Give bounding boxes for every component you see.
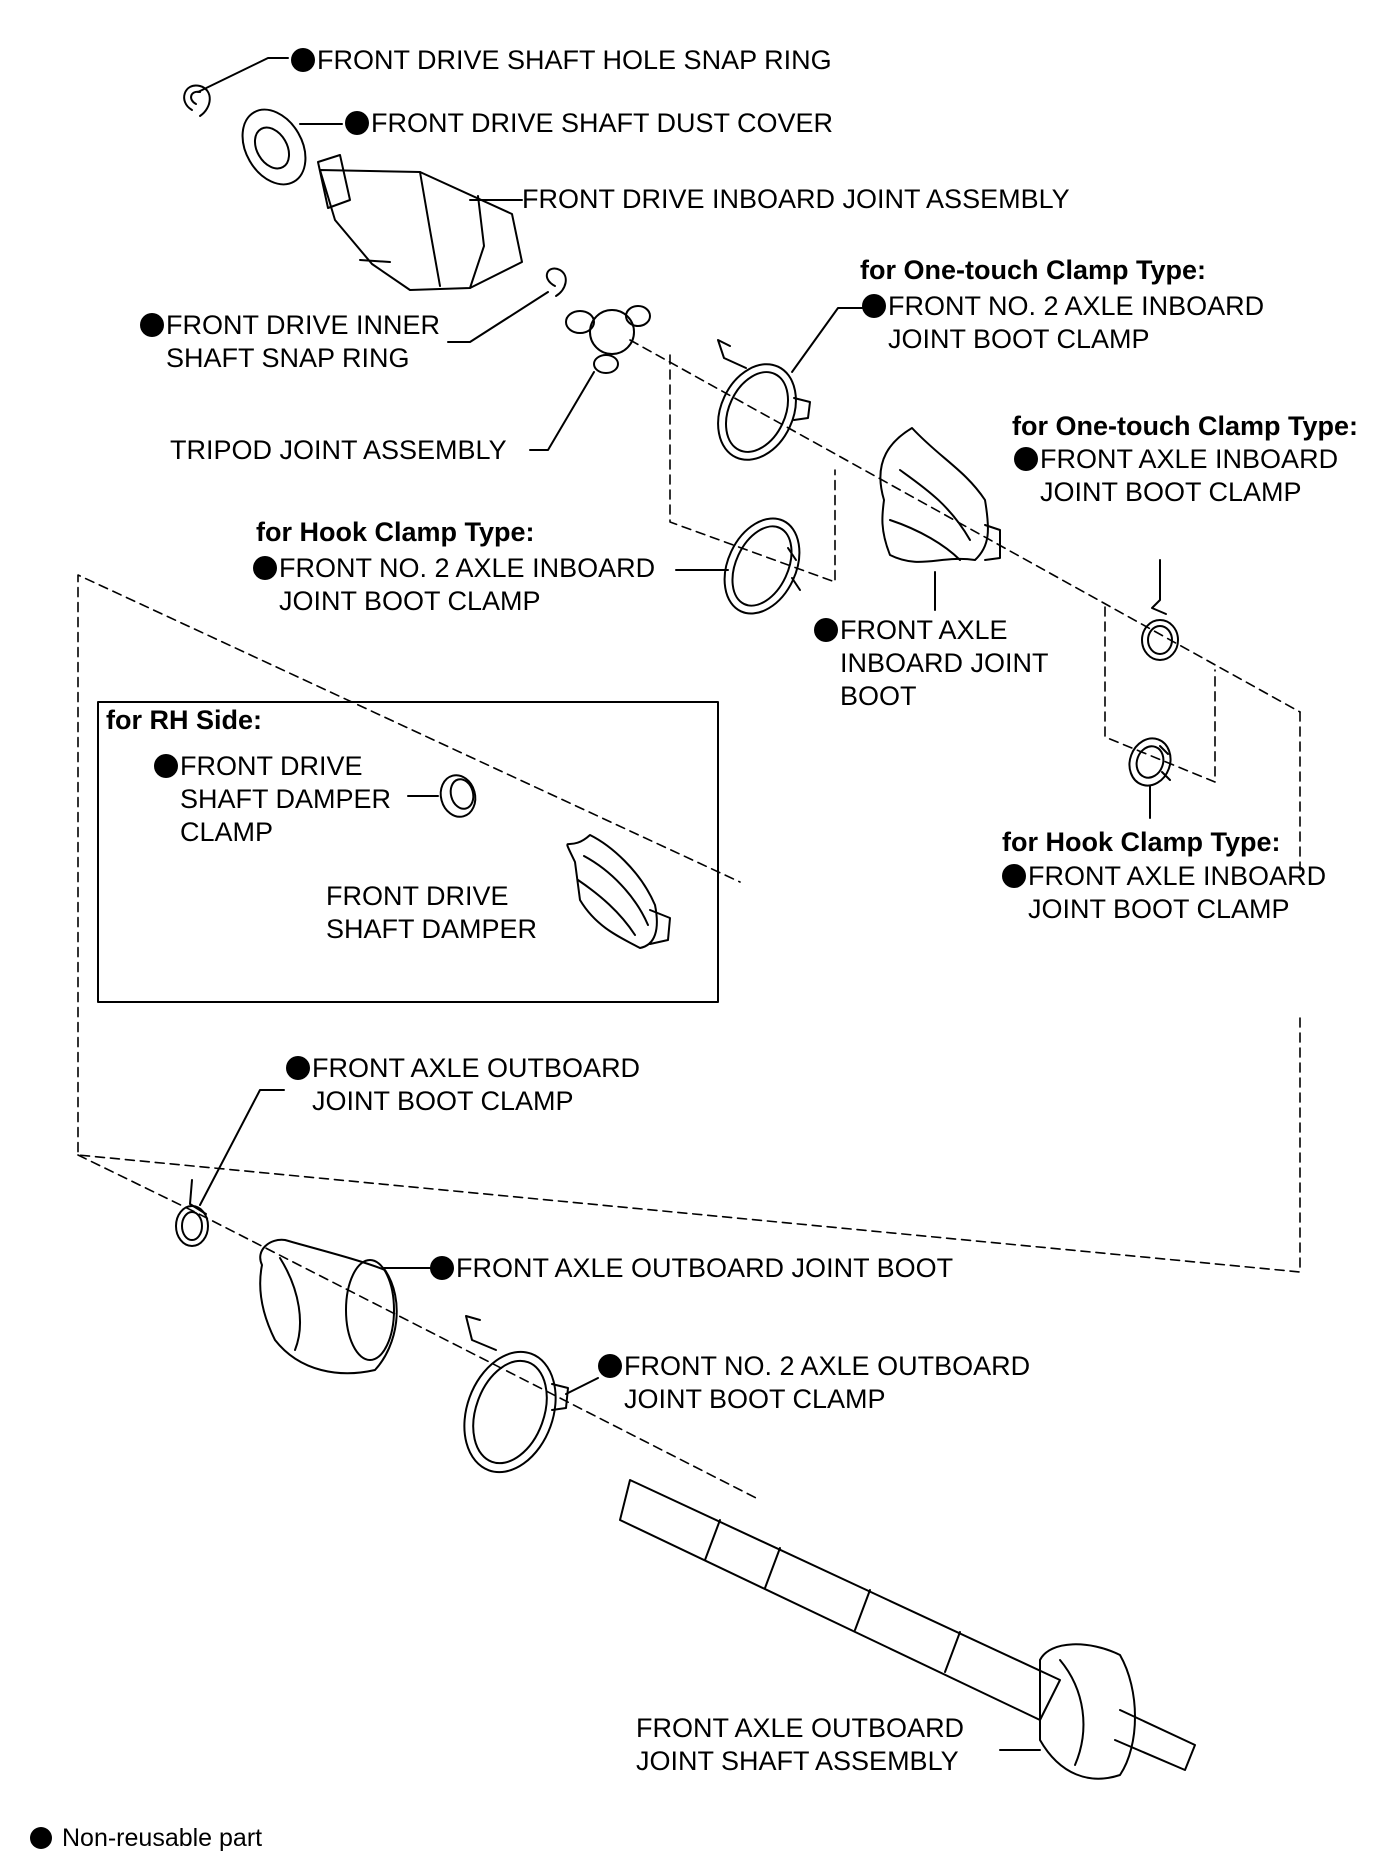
hole-snap-ring-part [183,84,211,117]
non-reusable-icon [140,313,164,337]
label-inboard-clamp-hook: FRONT AXLE INBOARD JOINT BOOT CLAMP [1002,860,1326,926]
leader-no2-outboard [565,1377,599,1395]
heading-one-touch-1: for One-touch Clamp Type: [860,255,1207,285]
leader-no2-inboard-onetouch [791,307,863,373]
non-reusable-icon [253,556,277,580]
label-inboard-clamp-onetouch: FRONT AXLE INBOARD JOINT BOOT CLAMP [1014,443,1338,509]
leader-hole-snap-ring [197,57,289,93]
rh-side-box [97,701,719,1003]
outboard-shaft-part [619,1479,1196,1780]
tripod-joint-part [565,305,651,374]
inboard-boot-part [879,427,1001,563]
non-reusable-icon [814,618,838,642]
no2-inboard-clamp-hook-part [723,517,801,615]
label-outboard-shaft-assembly: FRONT AXLE OUTBOARD JOINT SHAFT ASSEMBLY [636,1713,965,1776]
label-dust-cover: FRONT DRIVE SHAFT DUST COVER [345,107,833,140]
label-no2-inboard-clamp-onetouch: FRONT NO. 2 AXLE INBOARD JOINT BOOT CLAM… [862,290,1264,356]
heading-rh-side: for RH Side: [106,705,263,735]
no2-outboard-clamp-part [463,1315,569,1474]
non-reusable-icon [1002,864,1026,888]
label-hole-snap-ring: FRONT DRIVE SHAFT HOLE SNAP RING [291,44,832,77]
non-reusable-icon [345,111,369,135]
label-damper: FRONT DRIVE SHAFT DAMPER [326,881,538,944]
label-no2-outboard-clamp: FRONT NO. 2 AXLE OUTBOARD JOINT BOOT CLA… [598,1350,1030,1416]
non-reusable-legend-icon [30,1827,52,1849]
leader-inner-snap-ring [447,291,549,343]
outboard-clamp-part [175,1179,209,1247]
legend: Non-reusable part [30,1822,262,1855]
no2-inboard-clamp-onetouch-part [717,339,811,461]
inner-snap-ring-part [545,267,567,297]
heading-one-touch-2: for One-touch Clamp Type: [1012,411,1359,441]
heading-hook-1: for Hook Clamp Type: [256,517,535,547]
non-reusable-icon [862,294,886,318]
label-inner-snap-ring: FRONT DRIVE INNER SHAFT SNAP RING [140,309,440,375]
damper-part [566,834,671,949]
label-inboard-boot: FRONT AXLE INBOARD JOINT BOOT [814,614,1049,713]
heading-hook-2: for Hook Clamp Type: [1002,827,1281,857]
label-damper-clamp: FRONT DRIVE SHAFT DAMPER CLAMP [154,750,391,849]
inboard-clamp-onetouch-part [1141,559,1179,661]
non-reusable-icon [291,48,315,72]
leader-outboard-clamp [199,1089,285,1206]
non-reusable-icon [154,754,178,778]
damper-clamp-part [439,774,477,818]
assembly-axis-lines [77,339,1301,1501]
non-reusable-icon [1014,447,1038,471]
label-tripod-joint: TRIPOD JOINT ASSEMBLY [170,435,507,465]
label-no2-inboard-clamp-hook: FRONT NO. 2 AXLE INBOARD JOINT BOOT CLAM… [253,552,655,618]
leader-tripod [529,371,595,451]
inboard-clamp-hook-part [1128,737,1172,787]
non-reusable-icon [598,1354,622,1378]
non-reusable-icon [286,1056,310,1080]
label-outboard-clamp: FRONT AXLE OUTBOARD JOINT BOOT CLAMP [286,1052,640,1118]
label-inboard-joint-assembly: FRONT DRIVE INBOARD JOINT ASSEMBLY [522,184,1070,214]
dust-cover-part [241,108,307,186]
inboard-joint-part [317,154,523,291]
label-outboard-boot: FRONT AXLE OUTBOARD JOINT BOOT [430,1252,953,1285]
non-reusable-icon [430,1256,454,1280]
outboard-boot-part [259,1238,398,1375]
